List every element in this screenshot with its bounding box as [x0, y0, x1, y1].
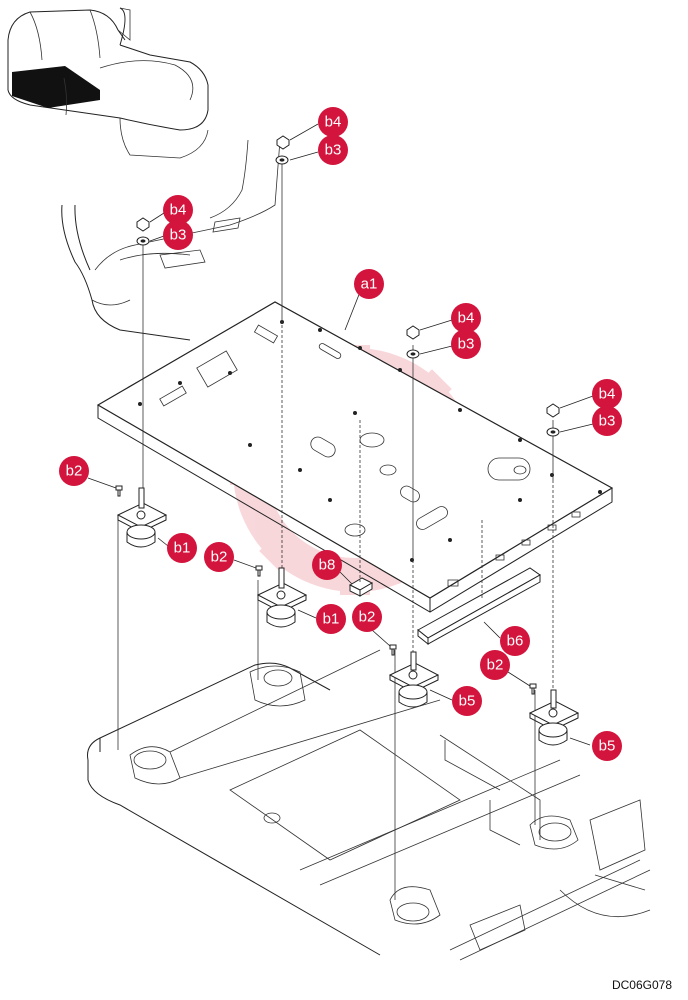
callout-label: b4: [599, 386, 616, 403]
callout-balloon: [59, 456, 89, 486]
callout-label: b2: [487, 657, 504, 674]
callout-balloon: [163, 220, 193, 250]
seat-inset-thumbnail: [7, 7, 209, 159]
callout-balloon: [318, 107, 348, 137]
callout-b3-left: b3: [163, 220, 193, 250]
callout-b3-right: b3: [592, 406, 622, 436]
callout-balloon: [592, 731, 622, 761]
callout-b2-midright: b2: [352, 602, 382, 632]
callout-b1-left: b1: [167, 533, 197, 563]
callout-balloon: [354, 269, 384, 299]
callout-label: b2: [211, 549, 228, 566]
bolt-midright: [389, 644, 397, 656]
nut-washer-left: [136, 217, 150, 246]
bolt-center: [255, 565, 263, 577]
callout-balloon: [204, 542, 234, 572]
callout-balloon: [480, 650, 510, 680]
callout-balloon: [500, 626, 530, 656]
callout-b4-top: b4: [318, 107, 348, 137]
callout-balloon: [451, 303, 481, 333]
callout-label: b2: [359, 609, 376, 626]
nut-washer-right: [546, 403, 560, 437]
callout-b4-left: b4: [163, 195, 193, 225]
callout-b1-center: b1: [316, 604, 346, 634]
assembly-guide-lines: [117, 160, 554, 900]
callout-label: b5: [599, 738, 616, 755]
callout-b3-top: b3: [318, 135, 348, 165]
callout-b5-mid: b5: [452, 686, 482, 716]
callout-b3-mid: b3: [451, 329, 481, 359]
callout-b4-right: b4: [592, 379, 622, 409]
rubber-mount-left: [116, 487, 168, 548]
callout-balloon: [163, 195, 193, 225]
leader-lines: [87, 123, 594, 746]
callout-a1: a1: [354, 269, 384, 299]
bolt-left: [115, 485, 123, 497]
callout-label: b3: [599, 413, 616, 430]
callout-label: b4: [170, 202, 187, 219]
callout-label: b4: [325, 114, 342, 131]
callout-balloon: [592, 379, 622, 409]
callout-label: b6: [507, 633, 524, 650]
callout-balloon: [316, 604, 346, 634]
callout-b2-right: b2: [480, 650, 510, 680]
rubber-mount-center: [256, 567, 308, 628]
callout-label: b8: [319, 557, 336, 574]
nut-washer-top: [275, 135, 290, 165]
drawing-code: DC06G078: [611, 978, 672, 992]
callout-b8: b8: [312, 550, 342, 580]
callout-label: b3: [458, 336, 475, 353]
rubber-strip: [417, 567, 541, 646]
callout-balloon: [352, 602, 382, 632]
callout-balloon: [451, 329, 481, 359]
rubber-mount-midright: [388, 651, 440, 708]
callout-balloon: [318, 135, 348, 165]
callout-b2-left: b2: [59, 456, 89, 486]
upper-frame: [87, 649, 651, 961]
callout-b5-right: b5: [592, 731, 622, 761]
callout-label: b5: [459, 693, 476, 710]
spacer-block: [348, 577, 374, 597]
callout-label: b4: [458, 310, 475, 327]
callout-b6: b6: [500, 626, 530, 656]
callout-label: a1: [361, 276, 378, 293]
nut-washer-mid: [406, 325, 420, 359]
callout-label: b1: [174, 540, 191, 557]
callout-label: b3: [170, 227, 187, 244]
callout-balloon: [452, 686, 482, 716]
seat-outline: [61, 139, 281, 341]
floor-plate: [96, 301, 614, 613]
callout-label: b2: [66, 463, 83, 480]
callout-b2-center: b2: [204, 542, 234, 572]
callout-label: b1: [323, 611, 340, 628]
callout-balloon: [167, 533, 197, 563]
callout-b4-mid: b4: [451, 303, 481, 333]
callout-balloon: [592, 406, 622, 436]
rubber-mount-right: [528, 689, 580, 746]
callout-label: b3: [325, 142, 342, 159]
callout-balloon: [312, 550, 342, 580]
